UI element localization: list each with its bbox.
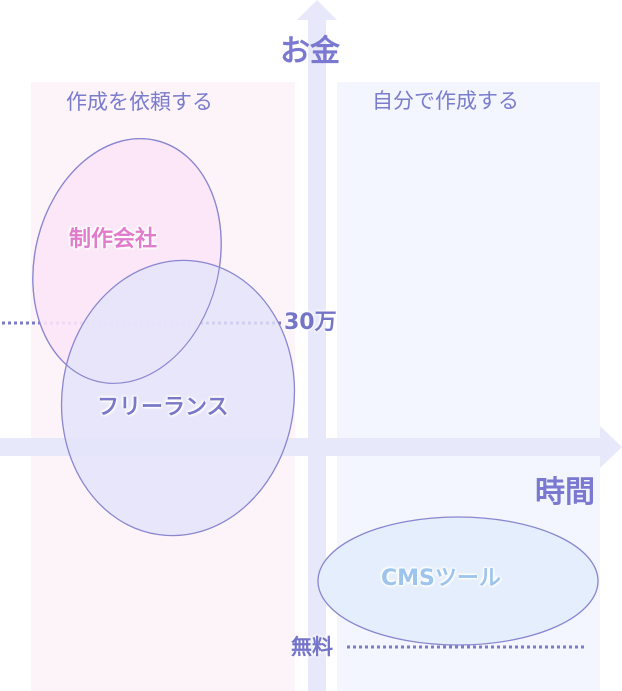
cms-label: CMSツール (381, 566, 501, 591)
reference-label-high: 30万 (284, 310, 337, 335)
right-quadrant-title: 自分で作成する (372, 89, 519, 113)
cms-ellipse (317, 516, 599, 646)
y-axis-arrow-icon (297, 0, 337, 20)
reference-label-low: 無料 (291, 635, 333, 659)
freelance-ellipse (60, 259, 296, 537)
agency-ellipse-outline (32, 138, 222, 384)
left-quadrant-title: 作成を依頼する (66, 90, 213, 114)
y-axis-bar (308, 18, 326, 691)
agency-label: 制作会社 (69, 227, 158, 252)
freelance-label: フリーランス (97, 395, 229, 420)
y-axis-title: お金 (280, 34, 340, 69)
x-axis-title: 時間 (535, 475, 595, 510)
x-axis-arrow-icon (600, 426, 622, 468)
